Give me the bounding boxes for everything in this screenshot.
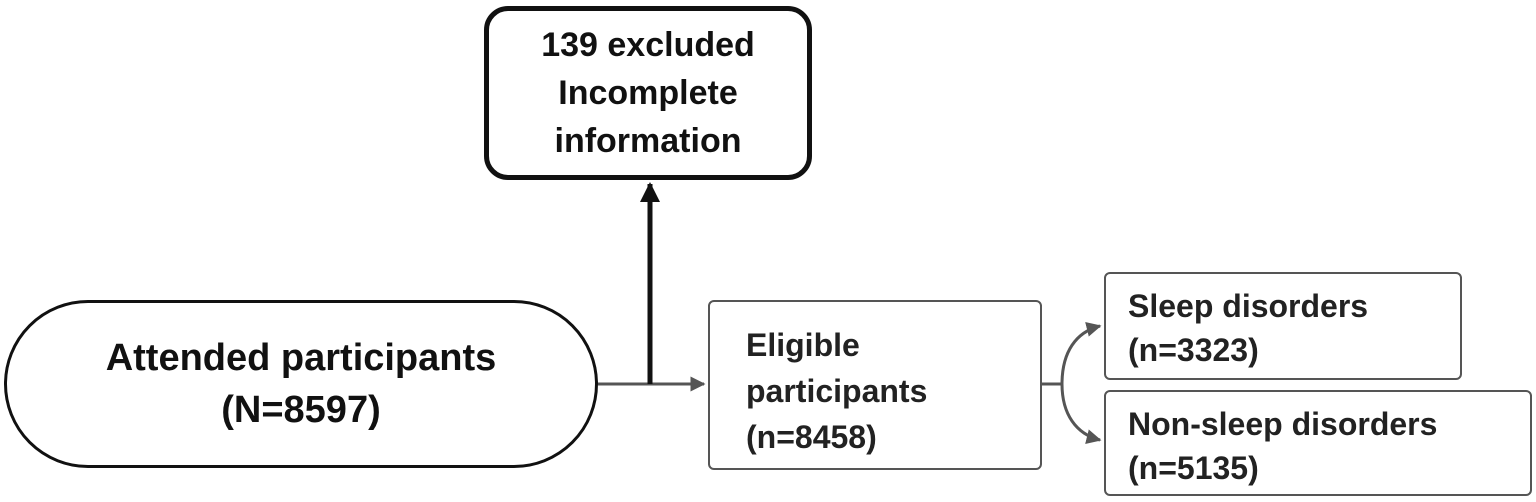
attended-count: (N=8597) bbox=[221, 389, 381, 431]
sleep-disorders-node: Sleep disorders (n=3323) bbox=[1104, 272, 1462, 380]
excluded-node: 139 excluded Incomplete information bbox=[484, 6, 812, 180]
arrow-to-non-sleep-disorders bbox=[1060, 383, 1102, 444]
eligible-label-line-1: Eligible bbox=[746, 327, 860, 363]
excluded-count-line: 139 excluded bbox=[541, 26, 755, 64]
eligible-participants-node: Eligible participants (n=8458) bbox=[708, 300, 1042, 470]
attended-label: Attended participants bbox=[105, 337, 497, 379]
sleep-disorders-label: Sleep disorders bbox=[1128, 288, 1369, 324]
eligible-label-line-2: participants bbox=[746, 373, 928, 409]
non-sleep-disorders-label: Non-sleep disorders bbox=[1128, 406, 1438, 442]
non-sleep-disorders-node: Non-sleep disorders (n=5135) bbox=[1104, 390, 1532, 496]
eligible-count: (n=8458) bbox=[746, 419, 877, 455]
excluded-reason-line-2: information bbox=[554, 122, 742, 160]
non-sleep-disorders-count: (n=5135) bbox=[1128, 450, 1259, 486]
excluded-reason-line-1: Incomplete bbox=[558, 74, 738, 112]
attended-participants-node: Attended participants (N=8597) bbox=[4, 300, 598, 468]
sleep-disorders-count: (n=3323) bbox=[1128, 332, 1259, 368]
arrow-to-sleep-disorders bbox=[1060, 322, 1102, 385]
